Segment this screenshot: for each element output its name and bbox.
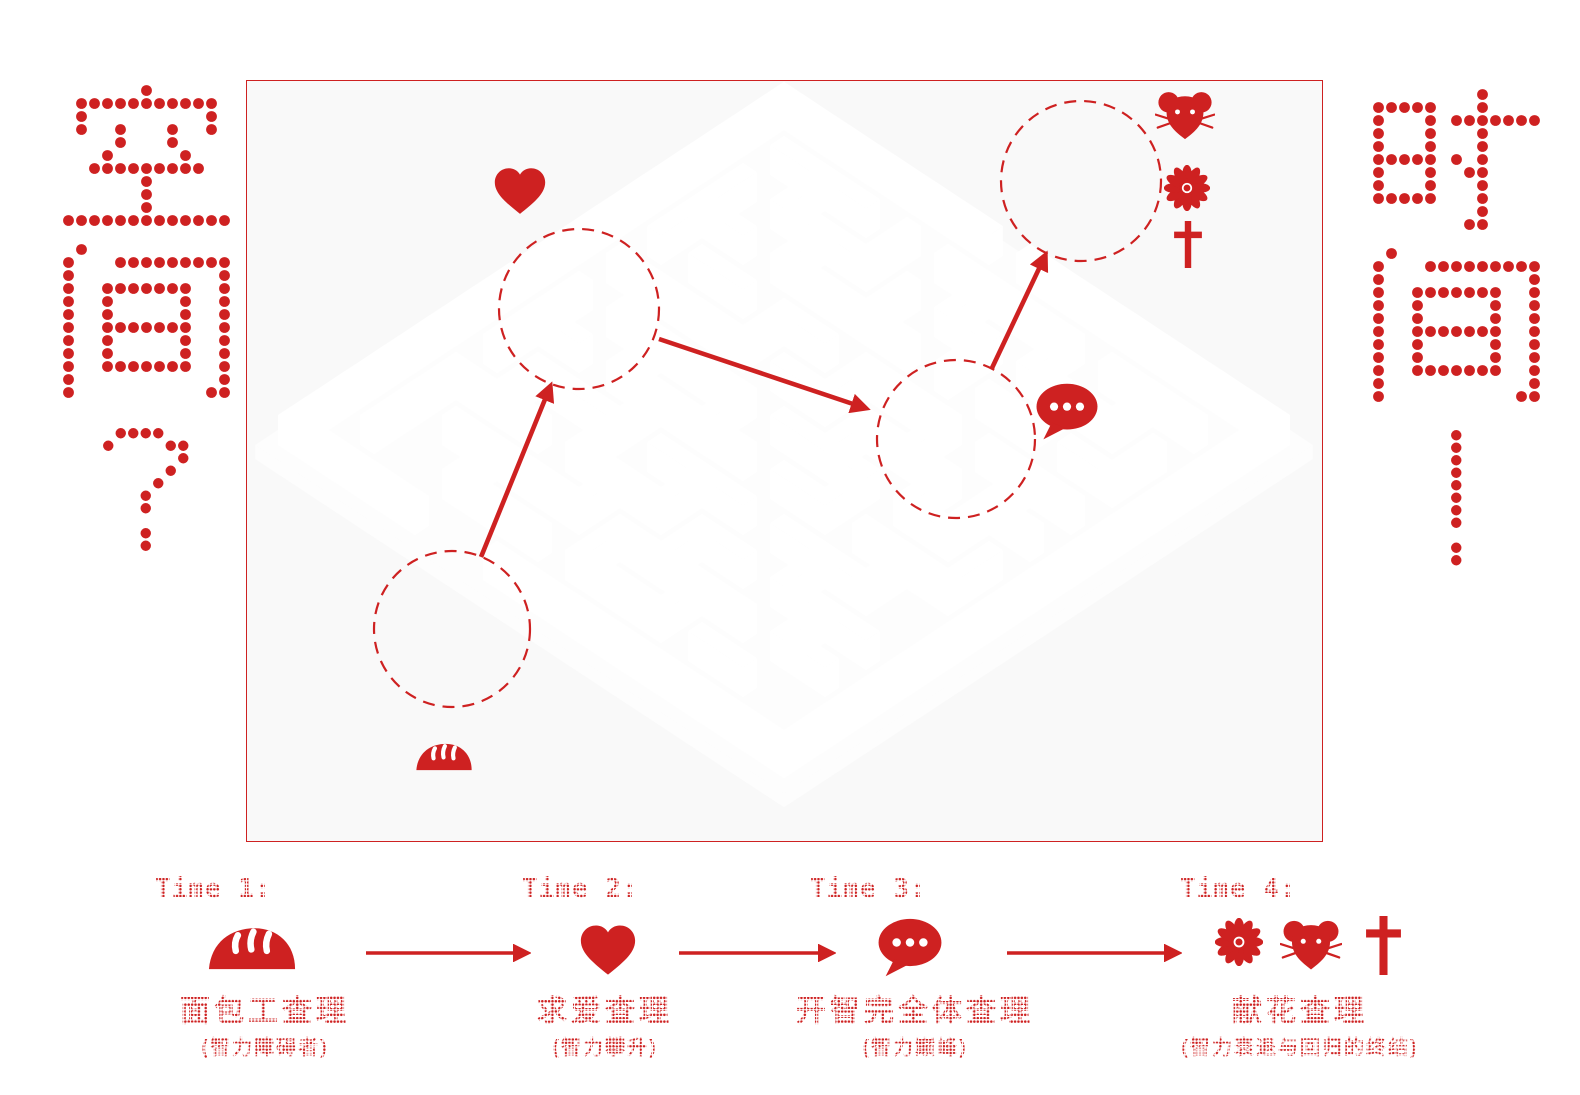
question-mark: [102, 427, 190, 552]
speech-bubble-icon: [1035, 383, 1099, 441]
isometric-maze: [247, 81, 1322, 841]
cross-icon: [1174, 221, 1202, 268]
stage-subtitle-3: (智力巅峰): [715, 1031, 1115, 1060]
stage-subtitle-4: (智力衰退与回归的终结): [1100, 1031, 1500, 1060]
right-vertical-title: [1368, 88, 1544, 567]
stage-subtitle-1: (智力障碍者): [65, 1031, 465, 1060]
dotted-char-space-1: [62, 84, 231, 227]
timeline-time-label-2: Time 2:: [522, 874, 639, 904]
flower-icon: [1164, 165, 1210, 211]
timeline-arrow-2: [678, 944, 836, 962]
stage-title-3: 开智完全体查理: [715, 986, 1115, 1030]
dotted-char-space-2: [62, 243, 231, 399]
timeline-arrow-1: [365, 944, 531, 962]
stage-subtitle-2: (智力攀升): [405, 1031, 805, 1060]
bread-icon: [206, 924, 298, 972]
cross-icon: [1366, 916, 1401, 975]
speech-bubble-icon: [877, 918, 943, 978]
bread-icon: [415, 741, 473, 772]
heart-icon: [494, 167, 546, 215]
mouse-icon: [1155, 91, 1215, 141]
timeline-arrow-3: [1006, 944, 1182, 962]
timeline-time-label-1: Time 1:: [155, 874, 272, 904]
stage-title-4: 献花查理: [1100, 986, 1500, 1030]
flower-icon: [1215, 918, 1263, 966]
stage-title-2: 求爱查理: [405, 986, 805, 1030]
maze-panel: [246, 80, 1323, 842]
timeline-time-label-3: Time 3:: [810, 874, 927, 904]
vertical-dash: [1450, 429, 1463, 567]
left-vertical-title: [58, 84, 234, 552]
stage-title-1: 面包工查理: [65, 986, 465, 1030]
timeline-time-label-4: Time 4:: [1180, 874, 1297, 904]
mouse-icon: [1280, 920, 1342, 971]
dotted-char-time-2: [1372, 247, 1541, 403]
heart-icon: [580, 924, 636, 976]
dotted-char-time-1: [1372, 88, 1541, 231]
